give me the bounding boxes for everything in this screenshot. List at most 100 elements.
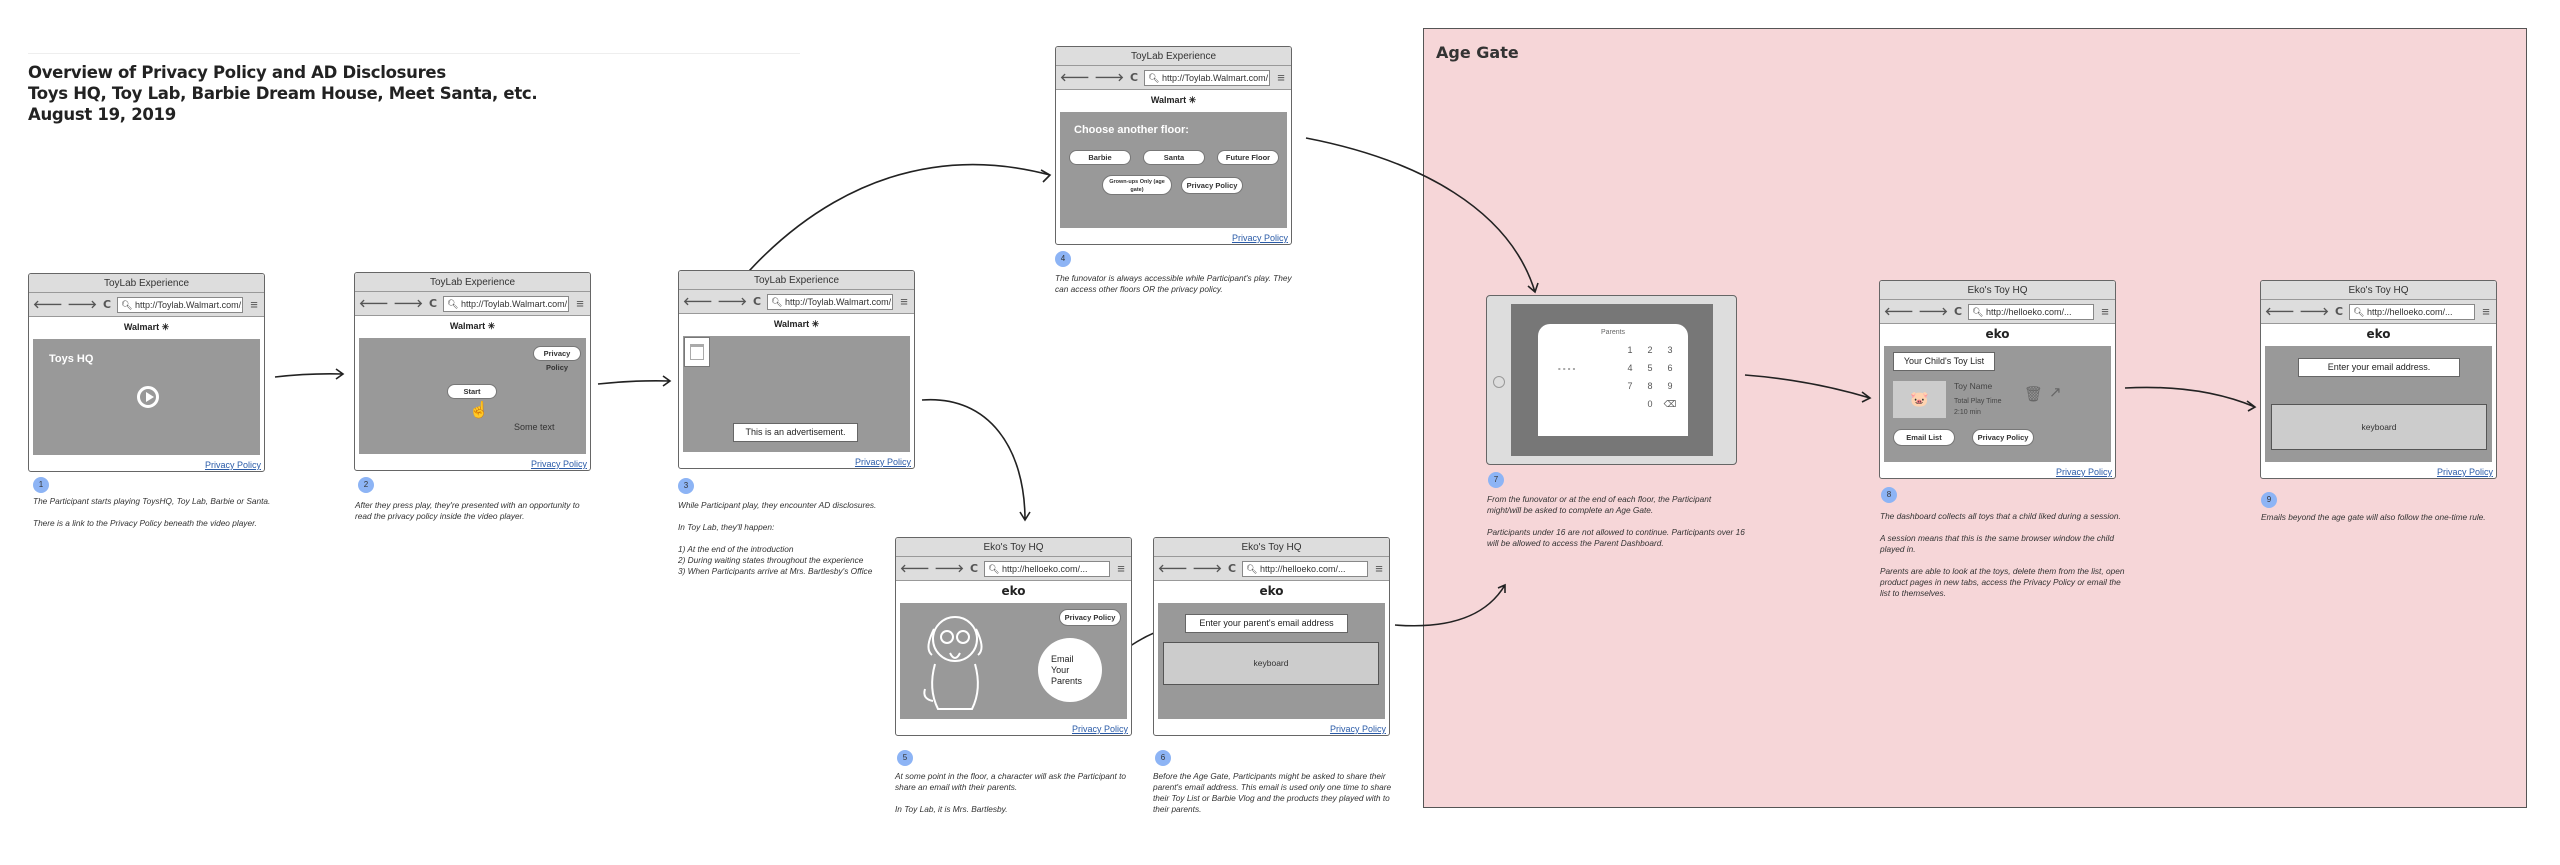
caption-7: From the funovator or at the end of each… <box>1487 494 1747 560</box>
back-arrow-icon[interactable]: 🡐 <box>359 296 389 310</box>
url-bar[interactable]: 🔍︎ http://Toylab.Walmart.com/... <box>117 296 243 313</box>
forward-arrow-icon[interactable]: 🡒 <box>717 294 748 308</box>
eko-logo: eko <box>1259 584 1284 598</box>
caption-text: Parents are able to look at the toys, de… <box>1880 566 2125 598</box>
back-arrow-icon[interactable]: 🡐 <box>33 297 63 311</box>
email-input[interactable]: Enter your email address. <box>2298 358 2460 377</box>
privacy-policy-button[interactable]: Privacy Policy <box>1181 177 1243 194</box>
key-0[interactable]: 0 <box>1647 399 1653 409</box>
forward-arrow-icon[interactable]: 🡒 <box>393 296 424 310</box>
reload-icon[interactable]: C <box>1953 304 1963 318</box>
floor-barbie-button[interactable]: Barbie <box>1069 150 1131 165</box>
key-6[interactable]: 6 <box>1667 363 1673 373</box>
privacy-policy-link[interactable]: Privacy Policy <box>2436 467 2493 477</box>
menu-icon[interactable]: ≡ <box>2101 303 2109 319</box>
key-2[interactable]: 2 <box>1647 345 1653 355</box>
back-arrow-icon[interactable]: 🡐 <box>683 294 713 308</box>
url-text: http://Toylab.Walmart.com/... <box>784 296 893 307</box>
forward-arrow-icon[interactable]: 🡒 <box>1094 70 1125 84</box>
key-3[interactable]: 3 <box>1667 345 1673 355</box>
forward-arrow-icon[interactable]: 🡒 <box>934 561 965 575</box>
privacy-policy-link[interactable]: Privacy Policy <box>530 459 587 469</box>
browser-toolbar: 🡐 🡒 C 🔍︎ http://Toylab.Walmart.com/... ≡ <box>355 292 590 316</box>
caption-6: Before the Age Gate, Participants might … <box>1153 771 1393 826</box>
reload-icon[interactable]: C <box>1129 70 1139 84</box>
key-9[interactable]: 9 <box>1667 381 1673 391</box>
play-time-value: 2:10 min <box>1954 409 1981 416</box>
header-title: Overview of Privacy Policy and AD Disclo… <box>28 63 446 82</box>
arrow-3-to-5 <box>921 398 1031 522</box>
privacy-policy-link[interactable]: Privacy Policy <box>204 460 261 470</box>
arrow-7-to-8 <box>1744 374 1872 403</box>
menu-icon[interactable]: ≡ <box>2482 303 2490 319</box>
keyboard[interactable]: keyboard <box>2271 404 2487 450</box>
reload-icon[interactable]: C <box>428 296 438 310</box>
url-bar[interactable]: 🔍︎ http://Toylab.Walmart.com/... <box>767 293 893 310</box>
browser-frame-8: Eko's Toy HQ🡐🡒C🔍︎ http://helloeko.com/..… <box>1879 280 2116 479</box>
floor-future-button[interactable]: Future Floor <box>1217 150 1279 165</box>
funovator-elevator-icon[interactable] <box>684 337 710 367</box>
privacy-policy-link[interactable]: Privacy Policy <box>1329 724 1386 734</box>
browser-toolbar: 🡐 🡒 C 🔍︎ http://Toylab.Walmart.com/... ≡ <box>679 290 914 314</box>
url-bar[interactable]: 🔍︎ http://helloeko.com/... <box>984 560 1110 577</box>
forward-arrow-icon[interactable]: 🡒 <box>2299 304 2330 318</box>
video-player[interactable]: Toys HQ <box>33 339 260 455</box>
privacy-policy-link[interactable]: Privacy Policy <box>1231 233 1288 243</box>
key-5[interactable]: 5 <box>1647 363 1653 373</box>
privacy-policy-link[interactable]: Privacy Policy <box>854 457 911 467</box>
reload-icon[interactable]: C <box>102 297 112 311</box>
parent-email-input[interactable]: Enter your parent's email address <box>1185 614 1348 633</box>
key-1[interactable]: 1 <box>1627 345 1633 355</box>
url-bar[interactable]: 🔍︎ http://Toylab.Walmart.com/... <box>443 295 569 312</box>
external-link-icon[interactable]: ↗ <box>2049 384 2062 401</box>
tablet-home-button[interactable] <box>1493 376 1505 388</box>
trash-icon[interactable]: 🗑 <box>2024 386 2044 403</box>
url-bar[interactable]: 🔍︎ http://Toylab.Walmart.com/... <box>1144 69 1270 86</box>
menu-icon[interactable]: ≡ <box>1277 69 1285 85</box>
back-arrow-icon[interactable]: 🡐 <box>1060 70 1090 84</box>
back-arrow-icon[interactable]: 🡐 <box>2265 304 2295 318</box>
floor-santa-button[interactable]: Santa <box>1143 150 1205 165</box>
grown-ups-age-gate-button[interactable]: Grown-ups Only (age gate) <box>1102 175 1172 195</box>
key-8[interactable]: 8 <box>1647 381 1653 391</box>
forward-arrow-icon[interactable]: 🡒 <box>67 297 98 311</box>
privacy-policy-link[interactable]: Privacy Policy <box>1071 724 1128 734</box>
keyboard[interactable]: keyboard <box>1163 642 1379 685</box>
reload-icon[interactable]: C <box>2334 304 2344 318</box>
reload-icon[interactable]: C <box>752 294 762 308</box>
url-bar[interactable]: 🔍︎ http://helloeko.com/... <box>1968 303 2094 320</box>
dialog-title: Parents <box>1600 329 1626 336</box>
back-arrow-icon[interactable]: 🡐 <box>1158 561 1188 575</box>
url-bar[interactable]: 🔍︎ http://helloeko.com/... <box>1242 560 1368 577</box>
browser-toolbar: 🡐 🡒 C 🔍︎ http://helloeko.com/... ≡ <box>2261 300 2496 324</box>
email-your-parents-bubble[interactable]: Email Your Parents <box>1038 638 1102 702</box>
url-bar[interactable]: 🔍︎ http://helloeko.com/... <box>2349 303 2475 320</box>
forward-arrow-icon[interactable]: 🡒 <box>1192 561 1223 575</box>
start-button[interactable]: Start <box>447 384 497 399</box>
back-arrow-icon[interactable]: 🡐 <box>1884 304 1914 318</box>
window-title: Eko's Toy HQ <box>1154 538 1389 557</box>
menu-icon[interactable]: ≡ <box>576 295 584 311</box>
back-arrow-icon[interactable]: 🡐 <box>900 561 930 575</box>
key-4[interactable]: 4 <box>1627 363 1633 373</box>
menu-icon[interactable]: ≡ <box>250 296 258 312</box>
backspace-icon[interactable]: ⌫ <box>1663 399 1677 409</box>
toy-name: Toy Name <box>1954 381 1993 391</box>
email-list-button[interactable]: Email List <box>1893 429 1955 446</box>
play-icon[interactable] <box>137 386 159 408</box>
browser-toolbar: 🡐 🡒 C 🔍︎ http://Toylab.Walmart.com/... ≡ <box>29 293 264 317</box>
privacy-policy-link[interactable]: Privacy Policy <box>2055 467 2112 477</box>
privacy-policy-button[interactable]: Privacy Policy <box>533 346 581 372</box>
menu-icon[interactable]: ≡ <box>1117 560 1125 576</box>
menu-icon[interactable]: ≡ <box>1375 560 1383 576</box>
toys-hq-heading: Toys HQ <box>49 353 94 365</box>
reload-icon[interactable]: C <box>969 561 979 575</box>
privacy-policy-button[interactable]: Privacy Policy <box>1059 609 1121 626</box>
reload-icon[interactable]: C <box>1227 561 1237 575</box>
forward-arrow-icon[interactable]: 🡒 <box>1918 304 1949 318</box>
caption-8: The dashboard collects all toys that a c… <box>1880 511 2130 610</box>
menu-icon[interactable]: ≡ <box>900 293 908 309</box>
privacy-policy-button[interactable]: Privacy Policy <box>1972 429 2034 446</box>
key-7[interactable]: 7 <box>1627 381 1633 391</box>
url-text: http://helloeko.com/... <box>1985 306 2072 317</box>
